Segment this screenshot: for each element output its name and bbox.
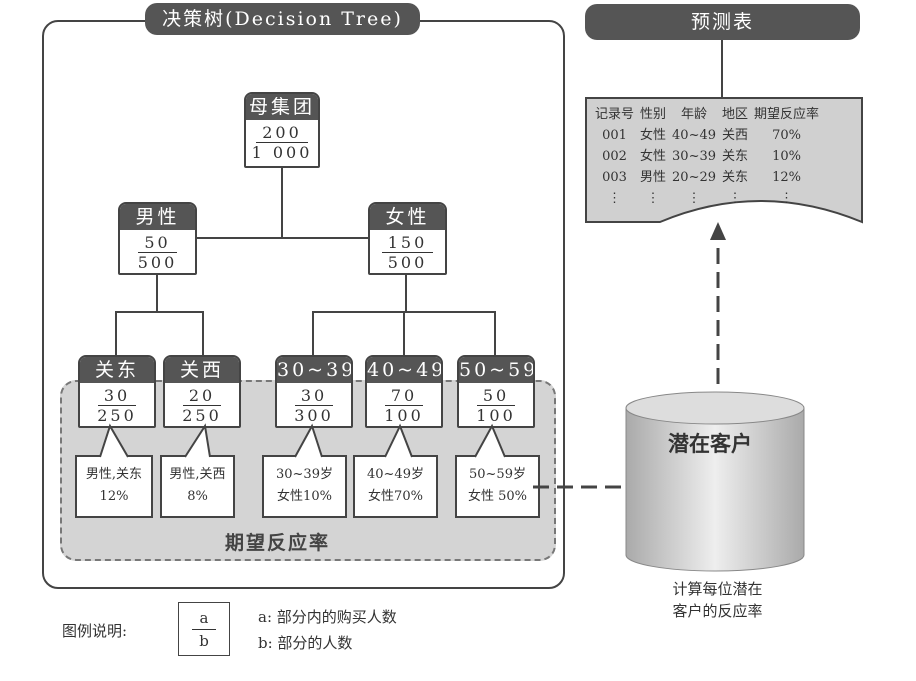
response-bubble: 男性,关东 12% (75, 455, 153, 518)
cylinder-top (625, 391, 805, 425)
table-header: 记录号 性别 年龄 地区 期望反应率 (592, 104, 822, 125)
legend-line: a: 部分内的购买人数 (258, 608, 397, 626)
header-cell: 年龄 (681, 107, 708, 122)
bubble-line: 50~59岁 (469, 467, 526, 482)
denominator: 1 000 (251, 143, 313, 162)
numerator: 50 (476, 387, 516, 406)
legend-b: b (199, 632, 209, 650)
table-cell: 关东 (722, 170, 749, 185)
header-cell: 期望反应率 (754, 107, 820, 122)
prediction-document (585, 97, 863, 224)
bubble-line: 女性10% (277, 489, 332, 504)
cylinder-body (625, 408, 805, 572)
dashed-arrow (533, 232, 720, 489)
table-cell: 40~49 (672, 128, 717, 143)
table-cell: 10% (772, 149, 801, 164)
table-cell: ⋮ (687, 191, 701, 206)
node-label: 母集团 (246, 94, 318, 120)
table-cell: 关东 (722, 149, 749, 164)
table-cell: 30~39 (672, 149, 717, 164)
prediction-table: 记录号 性别 年龄 地区 期望反应率 001 女性 40~49 关西 70% 002 女性 3… (592, 104, 822, 209)
response-bubble: 男性,关西 8% (160, 455, 235, 518)
table-cell: 003 (602, 170, 627, 185)
numerator: 30 (294, 387, 334, 406)
table-cell: 20~29 (672, 170, 717, 185)
table-cell: ⋮ (646, 191, 660, 206)
legend-a: a (191, 607, 217, 630)
cylinder-caption: 计算每位潜在客户的反应率 (650, 578, 785, 622)
denominator: 300 (294, 406, 334, 425)
table-row: 001 女性 40~49 关西 70% (592, 125, 822, 146)
arrowhead-icon (710, 222, 726, 240)
denominator: 250 (97, 406, 137, 425)
node-label: 50~59 (459, 357, 535, 383)
legend-line: b: 部分的人数 (258, 634, 353, 652)
bubble-line: 30~39岁 (276, 467, 333, 482)
bubble-line: 12% (99, 489, 129, 504)
node-label: 40~49 (367, 357, 443, 383)
table-cell: 关西 (722, 128, 749, 143)
numerator: 150 (381, 234, 434, 253)
table-cell: ⋮ (608, 191, 621, 206)
table-row: 002 女性 30~39 关东 10% (592, 146, 822, 167)
table-cell: 12% (772, 170, 801, 185)
node-label: 女性 (370, 204, 445, 230)
denominator: 100 (384, 406, 424, 425)
legend-text: a: 部分内的购买人数 b: 部分的人数 (258, 604, 397, 656)
denominator: 500 (387, 253, 428, 272)
table-cell: 001 (602, 128, 627, 143)
numerator: 200 (256, 124, 308, 143)
header-cell: 地区 (722, 107, 749, 122)
table-cell: 男性 (640, 170, 667, 185)
response-bubble: 30~39岁女性10% (262, 455, 347, 518)
header-cell: 性别 (640, 107, 667, 122)
decision-tree-title: 决策树(Decision Tree) (145, 3, 420, 35)
table-cell: 女性 (640, 149, 667, 164)
bubble-line: 女性 50% (467, 489, 528, 504)
bubble-line: 40~49岁 (367, 467, 424, 482)
numerator: 70 (384, 387, 424, 406)
table-cell: 002 (602, 149, 627, 164)
bubble-line: 8% (187, 489, 208, 504)
denominator: 250 (182, 406, 222, 425)
denominator: 500 (137, 253, 178, 272)
numerator: 20 (182, 387, 222, 406)
table-cell: ⋮ (780, 191, 794, 206)
table-cell: 70% (772, 128, 801, 143)
header-cell: 记录号 (595, 107, 635, 122)
legend-title: 图例说明: (62, 622, 128, 640)
table-row: ⋮ ⋮ ⋮ ⋮ ⋮ (592, 188, 822, 209)
table-row: 003 男性 20~29 关东 12% (592, 167, 822, 188)
table-cell: ⋮ (728, 191, 742, 206)
node-label: 关西 (165, 357, 239, 383)
caption-line: 客户的反应率 (672, 602, 763, 620)
bubble-line: 女性70% (368, 489, 423, 504)
region-label: 期望反应率 (225, 532, 331, 554)
node-label: 关东 (80, 357, 154, 383)
table-cell: 女性 (640, 128, 667, 143)
numerator: 50 (138, 234, 177, 253)
node-label: 男性 (120, 204, 195, 230)
node-label: 30~39 (277, 357, 353, 383)
bubble-line: 男性,关东 (85, 467, 143, 482)
caption-line: 计算每位潜在 (672, 580, 763, 598)
bubble-line: 男性,关西 (169, 467, 226, 482)
cylinder-label: 潜在客户 (668, 431, 752, 456)
numerator: 30 (97, 387, 137, 406)
denominator: 100 (476, 406, 516, 425)
prediction-title: 预测表 (585, 4, 860, 40)
